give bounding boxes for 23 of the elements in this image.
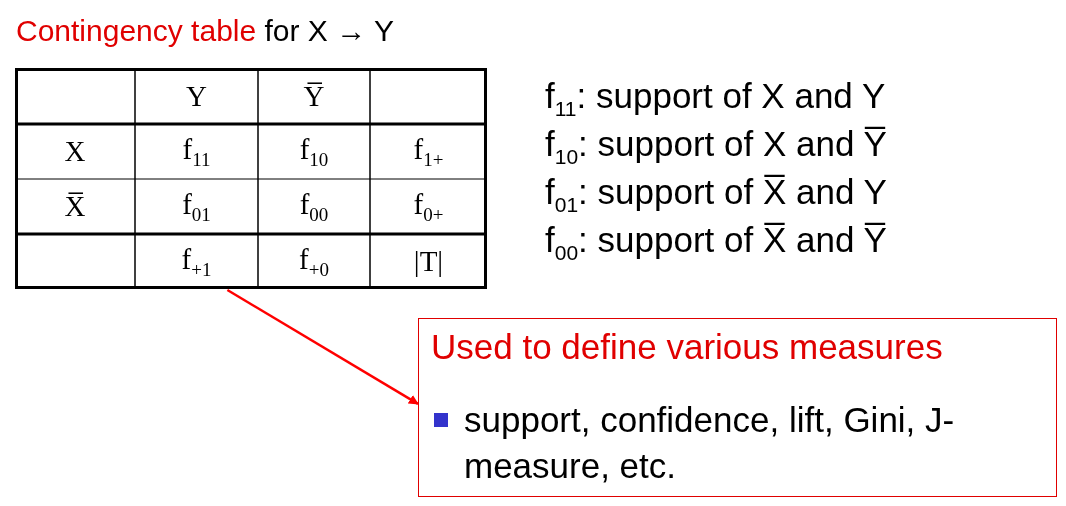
table-cell-text: f$_{11}$ — [181, 131, 212, 172]
definition-text: f$_{01}$: support of X̅ and Y — [545, 172, 887, 217]
table-cell-text: |T| — [412, 244, 445, 279]
table-cell-text: f$_{+0}$ — [298, 241, 330, 282]
callout-box — [418, 318, 1057, 497]
table-cell-text: f$_{10}$ — [298, 131, 330, 172]
definition-text: f$_{10}$: support of X and Y̅ — [545, 124, 887, 169]
contingency-table — [15, 68, 487, 289]
bullet-text: support, confidence, lift, Gini, J-measure, etc. — [464, 399, 956, 487]
definition-text: f$_{11}$: support of X and Y — [545, 76, 886, 121]
table-cell-text: f$_{00}$ — [298, 186, 330, 227]
callout-heading: Used to define various measures — [431, 327, 943, 367]
arrow — [226, 288, 419, 405]
table-cell-text: f$_{0+}$ — [412, 186, 445, 227]
table-cell-text: Y — [185, 78, 208, 114]
table-cell-text: f$_{01}$ — [181, 186, 212, 227]
definition-text: f$_{00}$: support of X̅ and Y̅ — [545, 220, 887, 265]
title: Contingency table for X → Y — [16, 14, 394, 48]
table-cell-text: Y̅ — [302, 78, 326, 114]
table-cell-text: f$_{+1}$ — [180, 241, 213, 282]
table-cell-text: X̅ — [63, 189, 87, 224]
table-cell-text: f$_{1+}$ — [412, 131, 445, 172]
table-cell-text: X — [63, 134, 87, 169]
